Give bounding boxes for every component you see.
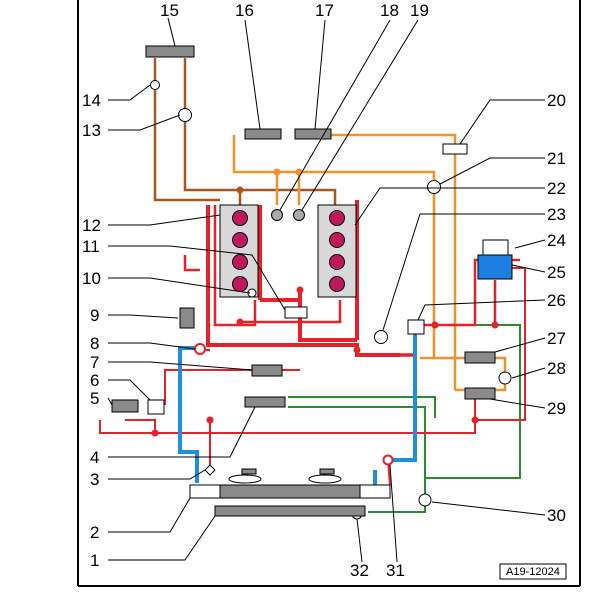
component-17 [294, 128, 332, 140]
callout-27: 27 [547, 329, 566, 348]
callout-17: 17 [315, 1, 334, 20]
hot-junction-8 [206, 416, 214, 424]
hot-coolant-lines [99, 200, 526, 486]
component-20 [442, 143, 468, 155]
callout-16: 16 [235, 1, 254, 20]
component-16 [244, 128, 282, 140]
callout-5: 5 [90, 389, 99, 408]
cylinder-bank-left [219, 204, 259, 298]
cylinder-bank-right [317, 204, 357, 298]
radiator-fan [228, 468, 342, 484]
callout-31: 31 [386, 561, 405, 580]
callout-30: 30 [547, 506, 566, 525]
component-6 [147, 399, 165, 415]
component-21 [427, 180, 441, 194]
callout-29: 29 [547, 399, 566, 418]
component-11 [284, 306, 308, 319]
reference-box [499, 563, 567, 580]
component-13 [178, 108, 192, 122]
callout-20: 20 [547, 91, 566, 110]
component-14 [150, 80, 160, 90]
component-28 [498, 371, 512, 385]
hot-junction-6 [471, 416, 479, 424]
hot-junction-2 [236, 318, 244, 326]
callout-12: 12 [82, 216, 101, 235]
callout-6: 6 [90, 371, 99, 390]
callout-26: 26 [547, 291, 566, 310]
callout-9: 9 [90, 306, 99, 325]
callout-24: 24 [547, 231, 566, 250]
callout-28: 28 [547, 359, 566, 378]
component-8 [194, 343, 206, 355]
component-31 [382, 454, 394, 466]
hot-junction-5 [491, 321, 499, 329]
hot-junction-7 [151, 429, 159, 437]
callout-14: 14 [82, 91, 101, 110]
component-1 [214, 505, 366, 517]
heater-junction-left [273, 168, 281, 176]
component-5 [111, 399, 139, 413]
hot-junction-1 [296, 286, 304, 294]
callout-11: 11 [82, 237, 100, 256]
callout-22: 22 [547, 179, 566, 198]
callout-25: 25 [547, 263, 566, 282]
callout-10: 10 [82, 269, 101, 288]
expansion-tank [477, 254, 513, 280]
callout-32: 32 [350, 561, 369, 580]
expansion-tank-cap [482, 239, 509, 256]
hot-junction-4 [431, 321, 439, 329]
cold-coolant-lines [178, 335, 417, 489]
component-30 [418, 493, 432, 507]
hot-junction-3 [353, 346, 361, 354]
leader-lines [107, 17, 546, 563]
callout-3: 3 [90, 470, 99, 489]
component-27 [464, 351, 496, 364]
callout-18: 18 [380, 1, 399, 20]
component-18 [271, 209, 283, 221]
callout-19: 19 [410, 1, 429, 20]
callout-23: 23 [547, 205, 566, 224]
callout-1: 1 [90, 551, 99, 570]
component-7 [251, 364, 283, 377]
component-15 [145, 45, 195, 58]
component-4 [244, 396, 286, 408]
oil-junction [236, 186, 244, 194]
component-19 [293, 209, 305, 221]
component-23 [374, 330, 388, 344]
reference-code: A19-12024 [506, 566, 560, 578]
callout-13: 13 [82, 121, 101, 140]
callout-8: 8 [90, 334, 99, 353]
callout-15: 15 [160, 1, 179, 20]
callout-21: 21 [547, 149, 566, 168]
component-26 [407, 319, 425, 335]
callout-7: 7 [90, 353, 99, 372]
component-9 [179, 307, 195, 329]
callout-2: 2 [90, 523, 99, 542]
radiator-core [219, 484, 361, 499]
callout-4: 4 [90, 448, 99, 467]
component-3 [204, 464, 216, 476]
component-29 [464, 387, 496, 400]
